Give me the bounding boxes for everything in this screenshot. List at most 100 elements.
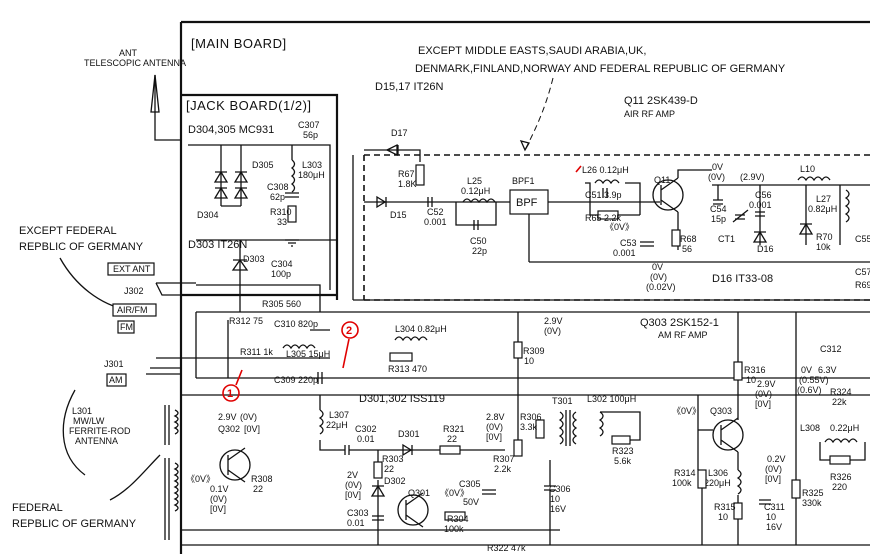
q303-v02: 0.2V [767,454,786,464]
r304-symbol [444,511,466,521]
r304-label: R304 [447,514,469,524]
c309-label: C309 220p [274,375,318,385]
r69-label: R69 [855,280,870,290]
r314-label: R314 [674,468,696,478]
ferrite-label-1: L301 [72,406,92,416]
d304-diode-pair [213,170,249,199]
q11-leads [660,177,679,213]
except-leader [524,77,554,151]
d303b-label: D303 [243,254,265,264]
antenna-label-2: TELESCOPIC ANTENNA [84,58,186,68]
v055-label: (0.55V) [799,375,829,385]
l305-coil [282,344,316,350]
c56-label: C56 [755,190,772,200]
c304-label: C304 [271,259,293,269]
c305-symbol [482,489,496,495]
r314-wire [697,395,703,545]
marker-l26 [575,165,582,173]
optional-rf-region [352,154,870,301]
ground-symbol-1 [285,239,299,247]
c303-value: 0.01 [347,518,365,528]
r306-label: R306 [520,412,542,422]
r309-symbol [513,341,523,359]
c57-label: C57 [855,267,870,277]
q303-v02c: [0V] [765,474,781,484]
l25-coil [462,198,496,204]
v28-label: 2.8V [486,412,505,422]
q302-v01b: (0V) [210,494,227,504]
ext-ant-label: EXT ANT [113,264,151,274]
l27-value: 0.82μH [808,204,837,214]
v2b-label: (0V) [345,480,362,490]
l304-coil [394,336,428,342]
c303-label: C303 [347,508,369,518]
r310-value: 33 [277,217,287,227]
d303-diode [231,258,249,271]
v63-label: 6.3V [818,365,837,375]
d304-305-label: D304,305 MC931 [188,124,274,136]
c307-label: C307 [298,120,320,130]
ferrite-label-4: ANTENNA [75,436,118,446]
c305-label: C305 [459,479,481,489]
c52-symbol [427,197,433,207]
l25-value: 0.12μH [461,186,490,196]
r70-value: 10k [816,242,831,252]
r325-label: R325 [802,488,824,498]
q303-leads [720,417,739,453]
l306-value: 220μH [704,478,731,488]
air-fm-box [112,303,157,317]
ext-ant-box [107,262,155,276]
c311-symbol [759,499,771,505]
am-box [106,373,127,387]
r326-symbol [829,455,851,465]
q303-transistor [712,419,744,451]
r68-symbol [671,229,681,247]
c310-label: C310 820p [274,319,318,329]
bpf-label: BPF [516,197,538,209]
l10-coil [797,176,831,182]
q302-v01: 0.1V [210,484,229,494]
c50-label: C50 [470,236,487,246]
antenna-label-1: ANT [119,48,138,58]
q301-leads [405,492,424,528]
c306-value: 10 [550,494,560,504]
except-note-line2: DENMARK,FINLAND,NORWAY AND FEDERAL REPUB… [415,63,786,75]
r70-label: R70 [816,232,833,242]
r307-label: R307 [493,454,515,464]
r306-value: 3.3k [520,422,538,432]
r309-label: R309 [523,346,545,356]
q303-v29: 2.9V [757,379,776,389]
c53-value: 0.001 [613,248,636,258]
q11-label: Q11 2SK439-D [624,95,698,107]
r65-label: R65 2.2k [585,213,622,223]
c50-symbol [473,220,479,230]
v0-label: (0V) [544,326,561,336]
q303-tag: Q303 [710,406,732,416]
c54-value: 15p [711,214,726,224]
q302-v2: (0V) [240,412,257,422]
c54-symbol [713,199,723,205]
t301-label: T301 [552,396,573,406]
r65-symbol [597,210,619,220]
c56-symbol [755,211,765,217]
q303-ov2: 0V [801,365,812,375]
c308-symbol [285,192,299,198]
c307-value: 56p [303,130,318,140]
l303-coil [290,159,296,193]
l307-value: 22μH [326,420,348,430]
jack-board-title: [JACK BOARD(1/2)] [186,98,312,113]
c311-value: 10 [766,512,776,522]
r321-value: 22 [447,434,457,444]
q11-drain-v0: 0V [712,162,723,172]
q302-ov: 《0V》 [186,474,215,484]
marker-1-label: 1 [227,388,233,400]
q301-transistor [397,494,429,526]
l25-label: L25 [467,176,482,186]
c308-label: C308 [267,182,289,192]
r315-symbol [733,502,743,520]
j302-label: J302 [124,286,144,296]
c302-label: C302 [355,424,377,434]
v29-label: 2.9V [544,316,563,326]
q11-v002: (0.02V) [646,282,676,292]
